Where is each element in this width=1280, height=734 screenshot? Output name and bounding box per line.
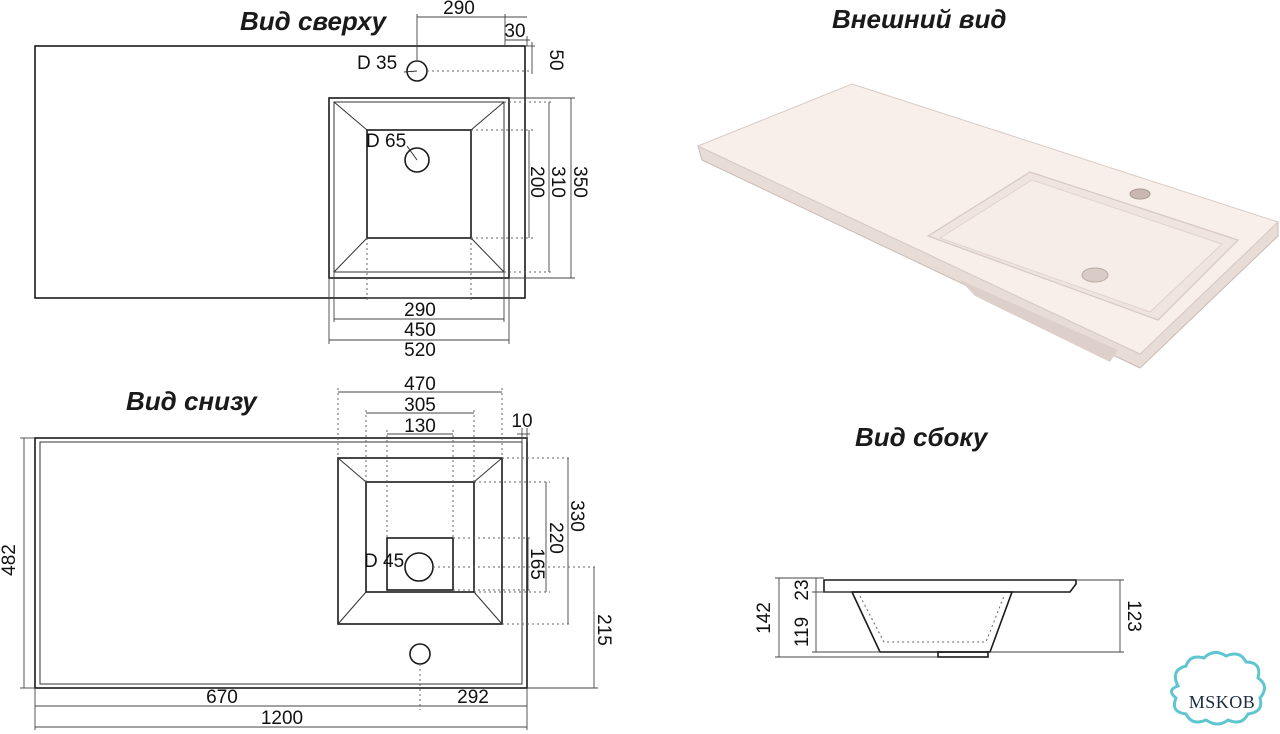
title-side-view: Вид сбоку	[855, 422, 989, 452]
logo-text: MSKOB	[1189, 692, 1256, 712]
dim-top-290-bottom: 290	[404, 300, 436, 321]
external-view-render	[696, 83, 1279, 369]
top-countertop-outline	[34, 45, 526, 299]
bottom-bowl-outer	[337, 457, 503, 625]
bottom-drain-pad	[386, 537, 454, 591]
label-drain-hole-bottom: D 45	[364, 551, 404, 572]
dim-bottom-330: 330	[566, 500, 587, 532]
dim-bottom-215: 215	[593, 614, 614, 646]
bottom-bowl-bottom	[365, 481, 475, 593]
dim-bottom-292: 292	[457, 687, 489, 708]
side-drain	[937, 651, 989, 658]
dim-bottom-470: 470	[404, 374, 436, 395]
dim-top-310: 310	[547, 166, 568, 198]
label-tap-hole: D 35	[357, 53, 397, 74]
top-bowl-bottom	[366, 129, 472, 239]
dim-bottom-130: 130	[404, 416, 436, 437]
bottom-view-drawing	[20, 388, 598, 730]
side-countertop	[823, 579, 1077, 593]
top-bowl-rim	[333, 101, 505, 273]
dim-bottom-10: 10	[511, 411, 532, 432]
label-drain-hole-top: D 65	[366, 131, 406, 152]
dim-bottom-165: 165	[526, 548, 547, 580]
dim-top-290: 290	[443, 0, 475, 19]
dim-top-200: 200	[526, 166, 547, 198]
dim-side-123: 123	[1123, 600, 1144, 632]
dim-top-50: 50	[545, 49, 566, 70]
dim-top-450: 450	[404, 320, 436, 341]
dim-bottom-305: 305	[404, 395, 436, 416]
dim-bottom-1200: 1200	[261, 708, 303, 729]
side-bowl	[850, 591, 1014, 653]
dim-bottom-220: 220	[545, 522, 566, 554]
top-drain-hole	[404, 147, 430, 173]
dim-bottom-482: 482	[0, 544, 20, 576]
top-bowl-outer	[328, 97, 510, 279]
dim-bottom-670: 670	[206, 687, 238, 708]
bottom-tap-hole	[409, 643, 431, 665]
title-bottom-view: Вид снизу	[126, 386, 258, 416]
dim-side-119: 119	[792, 617, 813, 647]
bottom-countertop-outline	[34, 437, 528, 689]
title-external-view: Внешний вид	[832, 4, 1006, 34]
dim-side-142: 142	[754, 602, 775, 634]
dim-side-23: 23	[792, 579, 813, 600]
dim-top-520: 520	[404, 340, 436, 361]
dim-top-350: 350	[569, 166, 590, 198]
side-view-drawing	[775, 577, 1124, 658]
logo-cloud-shape	[1170, 651, 1266, 726]
title-top-view: Вид сверху	[240, 6, 388, 36]
bottom-drain-hole	[404, 552, 434, 582]
top-view-drawing	[34, 14, 575, 344]
mskob-logo: MSKOB	[1170, 651, 1266, 726]
dim-top-30: 30	[504, 21, 525, 42]
